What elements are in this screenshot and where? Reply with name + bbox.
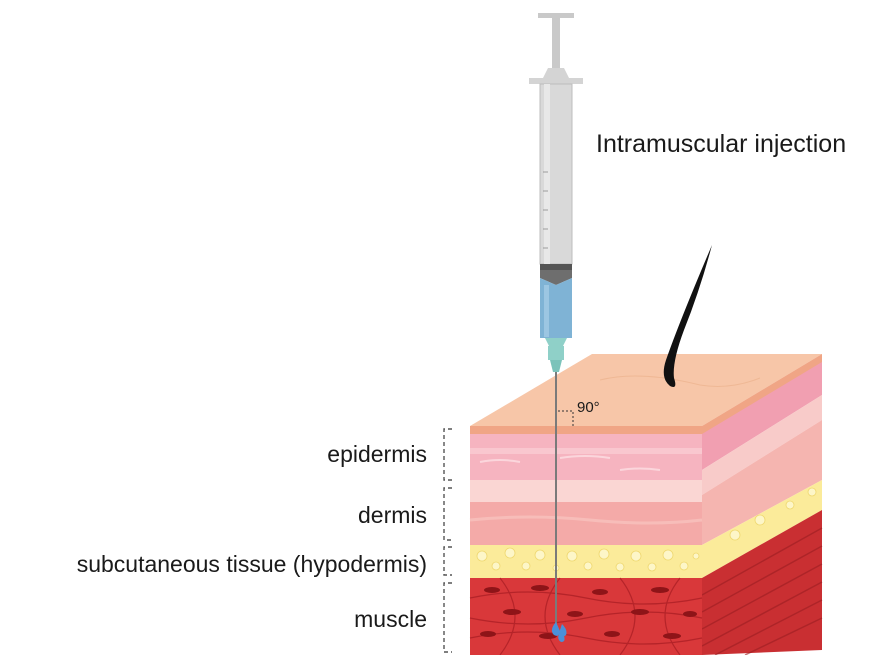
skin-block bbox=[470, 354, 822, 655]
layer-brackets bbox=[444, 429, 452, 652]
angle-label: 90° bbox=[577, 399, 600, 416]
label-muscle: muscle bbox=[354, 606, 427, 633]
label-subcutaneous: subcutaneous tissue (hypodermis) bbox=[77, 551, 427, 578]
diagram-title: Intramuscular injection bbox=[596, 130, 846, 159]
label-dermis: dermis bbox=[358, 502, 427, 529]
label-epidermis: epidermis bbox=[327, 441, 427, 468]
